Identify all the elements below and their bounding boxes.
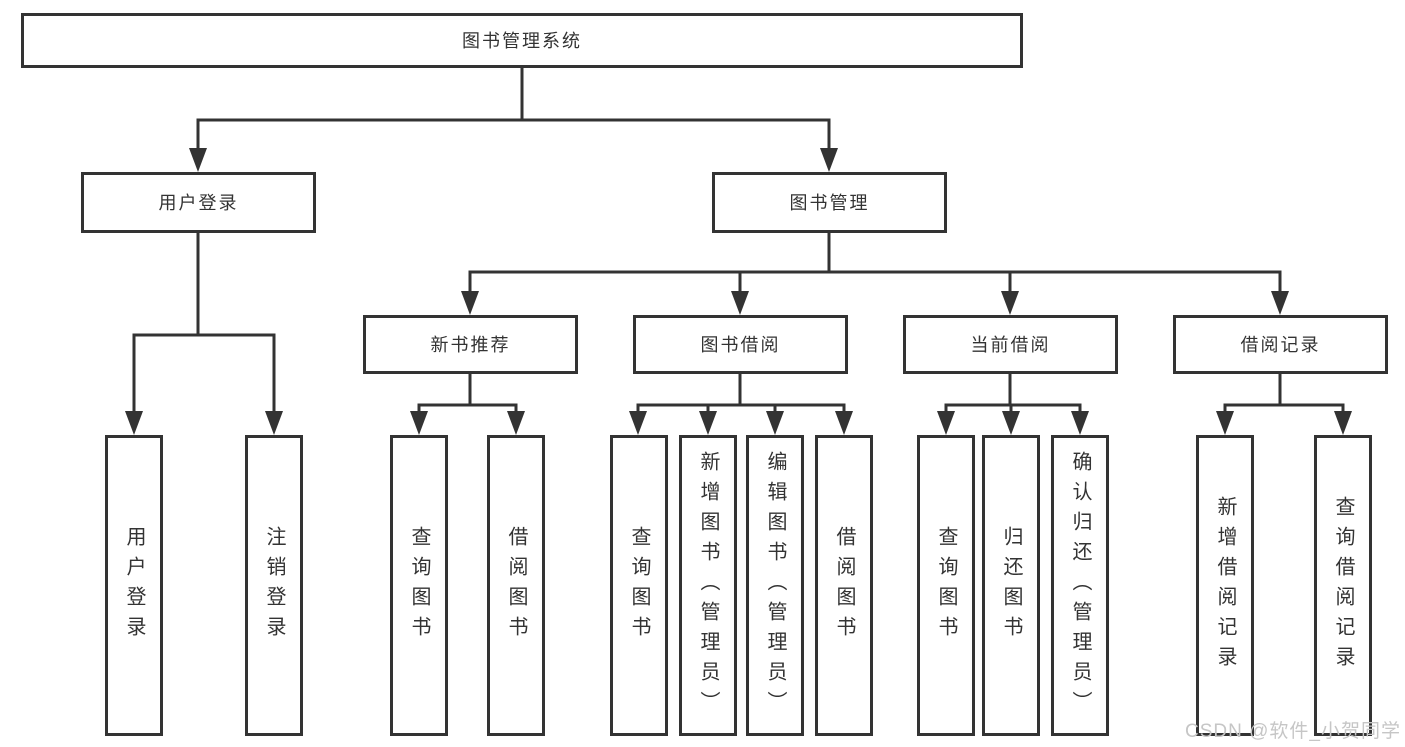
- node-leaf-return-books: 归还图书: [982, 435, 1040, 736]
- node-leaf-borrow-books: 借阅图书: [815, 435, 873, 736]
- node-label: 用户登录: [158, 192, 239, 213]
- node-label: 图书管理系统: [462, 30, 582, 51]
- arrowhead: [629, 411, 647, 435]
- arrowhead: [189, 148, 207, 172]
- node-leaf-add-books-admin: 新增图书（管理员）: [679, 435, 737, 736]
- node-label: 编辑图书（管理员）: [764, 450, 786, 721]
- node-label: 借阅记录: [1240, 334, 1321, 355]
- node-label: 图书管理: [789, 192, 870, 213]
- arrowhead: [1071, 411, 1089, 435]
- connector-book-borrow-to-leaves: [629, 374, 853, 435]
- node-leaf-query-books-current: 查询图书: [917, 435, 975, 736]
- arrowhead: [1002, 411, 1020, 435]
- node-leaf-query-books-borrow: 查询图书: [610, 435, 668, 736]
- node-leaf-borrow-books-rec: 借阅图书: [487, 435, 545, 736]
- arrowhead: [1334, 411, 1352, 435]
- arrowhead: [766, 411, 784, 435]
- node-leaf-logout: 注销登录: [245, 435, 303, 736]
- node-current-borrowing: 当前借阅: [903, 315, 1118, 374]
- node-label: 归还图书: [1000, 525, 1022, 646]
- arrowhead: [507, 411, 525, 435]
- connector-root-to-level2: [189, 68, 838, 172]
- arrowhead: [937, 411, 955, 435]
- node-book-management: 图书管理: [712, 172, 947, 233]
- arrowhead: [125, 411, 143, 435]
- node-label: 借阅图书: [833, 525, 855, 646]
- node-leaf-confirm-return-admin: 确认归还（管理员）: [1051, 435, 1109, 736]
- connector-user-login-to-leaves: [125, 233, 283, 435]
- arrowhead: [820, 148, 838, 172]
- node-label: 查询图书: [628, 525, 650, 646]
- node-label: 图书借阅: [700, 334, 781, 355]
- node-label: 注销登录: [263, 525, 285, 646]
- arrowhead: [699, 411, 717, 435]
- node-leaf-query-books-rec: 查询图书: [390, 435, 448, 736]
- node-leaf-query-borrow-record: 查询借阅记录: [1314, 435, 1372, 736]
- node-label: 查询借阅记录: [1332, 495, 1354, 676]
- node-library-management-system: 图书管理系统: [21, 13, 1023, 68]
- arrowhead: [265, 411, 283, 435]
- node-leaf-user-login: 用户登录: [105, 435, 163, 736]
- connector-new-book-rec-to-leaves: [410, 374, 525, 435]
- node-label: 查询图书: [935, 525, 957, 646]
- node-label: 确认归还（管理员）: [1069, 450, 1091, 721]
- node-label: 当前借阅: [970, 334, 1051, 355]
- arrowhead: [410, 411, 428, 435]
- node-label: 新书推荐: [430, 334, 511, 355]
- arrowhead: [461, 291, 479, 315]
- arrowhead: [835, 411, 853, 435]
- node-label: 借阅图书: [505, 525, 527, 646]
- arrowhead: [1216, 411, 1234, 435]
- arrowhead: [731, 291, 749, 315]
- node-new-book-recommendation: 新书推荐: [363, 315, 578, 374]
- connector-current-borrow-to-leaves: [937, 374, 1089, 435]
- node-label: 新增借阅记录: [1214, 495, 1236, 676]
- arrowhead: [1271, 291, 1289, 315]
- node-book-borrowing: 图书借阅: [633, 315, 848, 374]
- node-label: 查询图书: [408, 525, 430, 646]
- connector-borrow-records-to-leaves: [1216, 374, 1352, 435]
- node-label: 用户登录: [123, 525, 145, 646]
- node-label: 新增图书（管理员）: [697, 450, 719, 721]
- node-leaf-add-borrow-record: 新增借阅记录: [1196, 435, 1254, 736]
- connector-book-mgmt-to-level3: [461, 233, 1289, 315]
- node-user-login-branch: 用户登录: [81, 172, 316, 233]
- node-leaf-edit-books-admin: 编辑图书（管理员）: [746, 435, 804, 736]
- arrowhead: [1001, 291, 1019, 315]
- csdn-watermark: CSDN @软件_小贺同学: [1185, 721, 1401, 742]
- node-borrowing-records: 借阅记录: [1173, 315, 1388, 374]
